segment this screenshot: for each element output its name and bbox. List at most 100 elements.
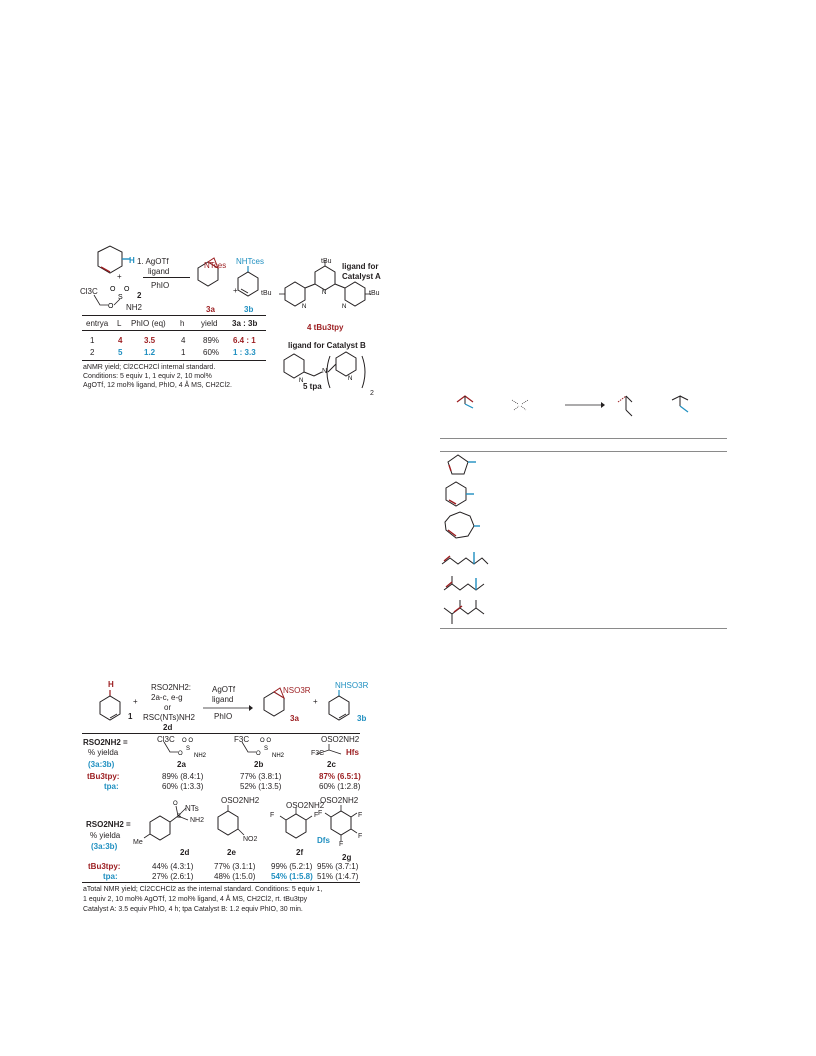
compound-2c-label: 2c [327,760,336,769]
compound-2e-frag: OSO2NH2 [221,796,260,805]
table-rule-top [440,438,727,439]
svg-text:N: N [348,376,352,382]
step-1: 1. AgOTf [137,257,169,266]
compound-2e-structure [217,805,245,836]
step-phio: PhIO [151,281,170,290]
yield-2a-tpy: 89% (8.4:1) [162,772,204,781]
compound-2g-f2: F [358,812,363,819]
cyclohexene-structure-2 [99,690,121,721]
row-header-b2: % yielda [90,831,121,840]
yield-2b-tpa: 52% (1:3.5) [240,782,282,791]
svg-text:O: O [108,303,114,310]
row-header-1: RSO2NH2 = [83,738,128,747]
ligand-b-title: ligand for Catalyst B [288,341,366,350]
reaction-arrow [143,277,190,278]
compound-2d-structure: O S [143,801,189,841]
compound-2f-structure [279,808,313,839]
product-b-group-2: NHSO3R [335,681,369,690]
terpyridine-ligand-structure: N N N [279,260,371,310]
compound-2a-structure: O S O O NH2 [163,738,207,759]
tpa-ligand-structure: N N [283,351,366,389]
compound-2f-label: 2f [296,848,304,857]
table-rule-mid [440,451,727,452]
compound-2b-frag: F3C [234,735,250,744]
nitrene-icon [511,399,529,411]
reagent-line-3: or [164,703,172,712]
tetramethylethylene-icon [443,600,485,624]
compound-2a-frag: Cl3C [157,735,175,744]
compound-2g-f1: F [318,810,323,817]
table-rule-bottom [440,628,727,629]
h-label-2: H [108,680,114,689]
reagent-number: 2 [137,291,142,300]
cond-phio: PhIO [214,712,233,721]
tpa-subscript: 2 [370,390,374,397]
ligand-a-title-2: Catalyst A [342,272,381,281]
sm-label: 1 [128,712,133,721]
svg-text:O: O [256,751,261,757]
compound-2f-frag: OSO2NH2 [286,801,325,810]
compound-2g-structure [324,805,358,841]
svg-text:NH2: NH2 [194,753,207,759]
compound-2d-label: 2d [180,848,190,857]
tbu-label-top: tBu [321,258,332,265]
product-a-group: NTces [204,261,227,270]
cond-ligand: ligand [212,695,234,704]
yield-2f-tpa: 54% (1:5.8) [271,872,313,881]
header-entry: entrya [86,319,109,328]
reagent-line-2: 2a-c, e-g [151,693,183,702]
reagent-line-4: RSC(NTs)NH2 [143,713,195,722]
yield-2e-tpa: 48% (1:5.0) [214,872,256,881]
svg-text:O: O [178,751,183,757]
product-b-label: 3b [244,305,254,314]
svg-text:O O: O O [260,738,271,744]
svg-text:S: S [177,814,181,820]
row-header-b1: RSO2NH2 = [86,820,131,829]
svg-text:S: S [264,746,268,752]
cyclohexene-icon [445,481,474,507]
header-l: L [117,319,122,328]
compound-2g-f4: F [339,841,344,848]
svg-text:O: O [173,801,178,807]
yield-2g-tpy: 95% (3.7:1) [317,862,359,871]
header-h: h [180,319,185,328]
aziridine-icon [617,395,633,417]
scheme2-rule-top [82,733,360,734]
product-b-label-2: 3b [357,714,367,723]
dimethylpentene-icon [443,576,485,591]
header-alkene-icon [456,395,474,409]
row-header-3: (3a:3b) [88,760,115,769]
yield-2f-tpy: 99% (5.2:1) [271,862,313,871]
cond-agotf: AgOTf [212,685,236,694]
svg-text:S: S [186,746,190,752]
allylic-icon [671,395,689,413]
table-rule-top [82,315,266,316]
product-a-label: 3a [206,305,215,314]
reagent-line-1: RSO2NH2: [151,683,192,692]
yield-2b-tpy: 77% (3.8:1) [240,772,282,781]
scheme2-footnote-1: aTotal NMR yield; Cl2CCHCl2 as the inter… [83,886,323,893]
ligand-a-name: 4 tBu3tpy [307,323,344,332]
compound-2g-f3: F [358,833,363,840]
ligand-row-tpa-2: tpa: [103,872,118,881]
svg-text:O O: O O [182,738,193,744]
yield-2d-tpy: 44% (4.3:1) [152,862,194,871]
plus-sign-4: + [313,697,318,706]
aziridine-product-structure [197,257,220,287]
svg-text:O: O [124,286,130,293]
compound-2b-label: 2b [254,760,264,769]
sulfamate-structure: O S O O [93,286,130,310]
compound-2e-no2: NO2 [243,836,258,843]
header-yield: yield [201,319,218,328]
compound-2a-label: 2a [177,760,186,769]
yield-2d-tpa: 27% (2.6:1) [152,872,194,881]
row-header-2: % yielda [88,748,119,757]
compound-2d-me: Me [133,839,143,846]
compound-2d-frag: NTs [185,804,199,813]
svg-text:NH2: NH2 [272,753,285,759]
compound-2g-label: 2g [342,853,352,862]
reaction-arrow-icon [565,402,605,408]
svg-text:N: N [299,378,303,384]
compound-2d-nh2: NH2 [190,817,205,824]
svg-text:N: N [322,290,326,296]
